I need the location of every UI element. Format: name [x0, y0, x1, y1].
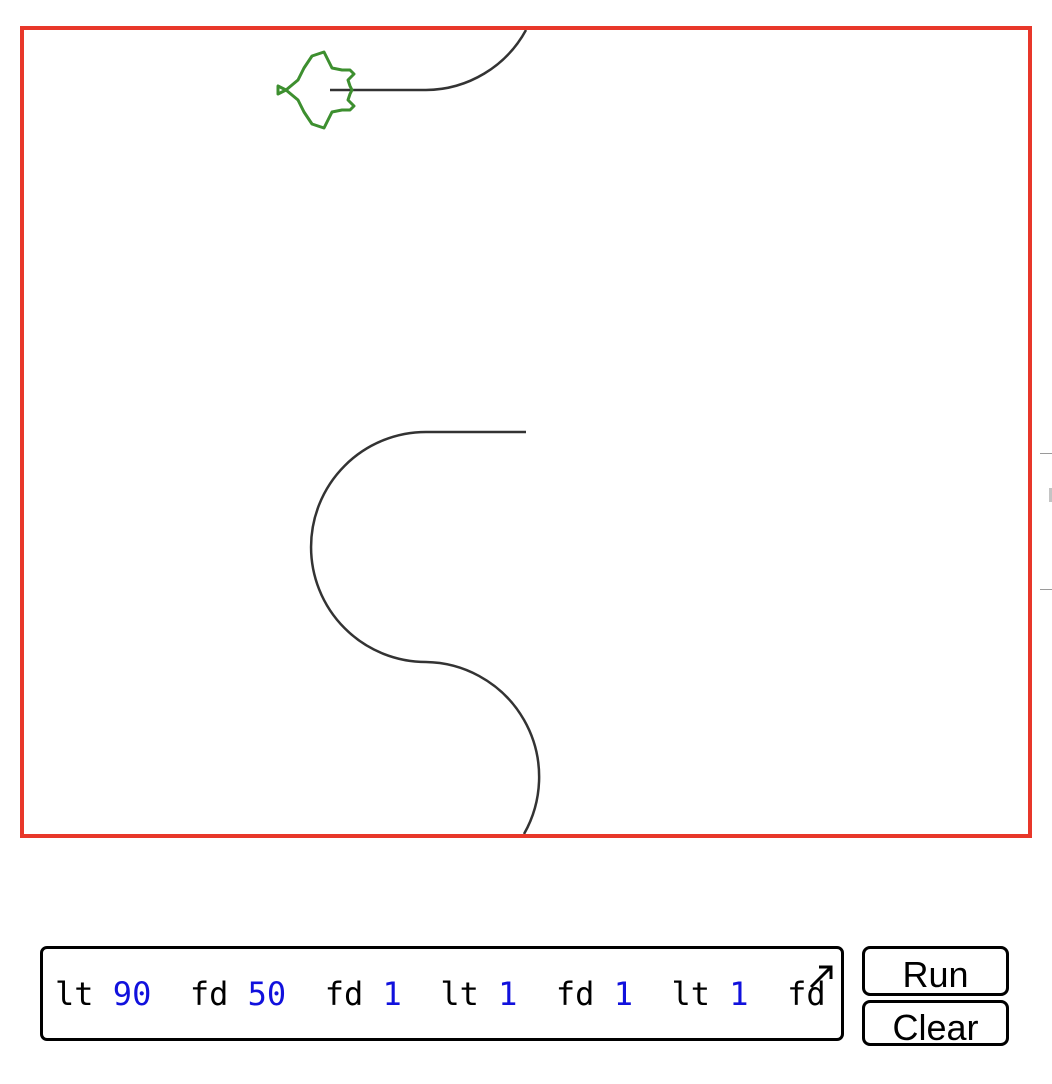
code-argument: 50: [247, 975, 287, 1013]
code-command: fd: [324, 975, 364, 1013]
code-command: lt: [671, 975, 711, 1013]
code-command: fd: [787, 975, 826, 1013]
trail-segment-s-curve: [309, 430, 541, 834]
code-command: lt: [440, 975, 479, 1013]
code-command: fd: [189, 975, 229, 1013]
turtle-canvas[interactable]: [20, 26, 1032, 838]
scroll-track-top: [1040, 453, 1052, 454]
drawing-surface: [276, 30, 541, 834]
clear-button[interactable]: Clear: [862, 1000, 1009, 1046]
code-argument: 90: [112, 975, 152, 1013]
code-input[interactable]: lt 90 fd 50 fd 1 lt 1 fd 1 lt 1 fd 1: [40, 946, 844, 1041]
code-argument: 1: [498, 975, 518, 1013]
code-text[interactable]: lt 90 fd 50 fd 1 lt 1 fd 1 lt 1 fd 1: [55, 974, 841, 1014]
run-button[interactable]: Run: [862, 946, 1009, 996]
resize-arrow-icon[interactable]: [807, 961, 837, 991]
code-command: fd: [555, 975, 595, 1013]
code-argument: 1: [613, 975, 633, 1013]
scroll-track-bottom: [1040, 589, 1052, 590]
code-argument: 1: [729, 975, 749, 1013]
trail-segment-top: [330, 30, 528, 92]
code-command: lt: [55, 975, 94, 1013]
scroll-thumb[interactable]: [1049, 488, 1052, 502]
turtle-icon: [276, 50, 356, 130]
code-argument: 1: [382, 975, 402, 1013]
